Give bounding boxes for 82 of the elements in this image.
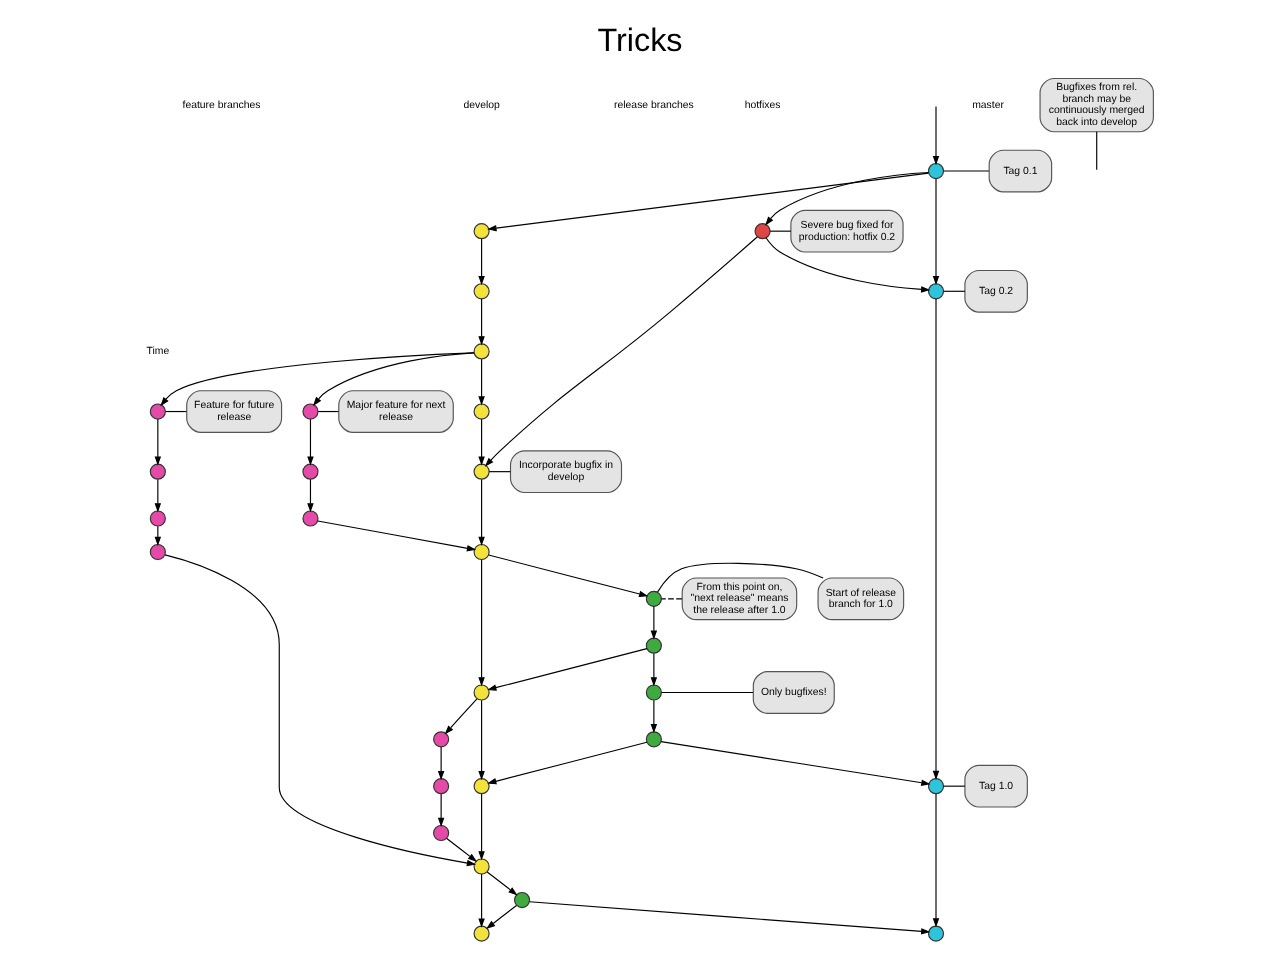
node-circle: [754, 223, 771, 240]
node-circle: [927, 162, 945, 180]
node-circle: [473, 778, 490, 795]
arrow: [164, 554, 477, 867]
arrow: [932, 793, 940, 928]
arrow: [650, 606, 658, 640]
connector: [942, 290, 966, 292]
arrow: [478, 873, 485, 928]
arrow: [444, 698, 478, 735]
node-circle: [473, 543, 490, 561]
arrow: [478, 418, 485, 466]
node-circle: [302, 510, 319, 527]
node-circle: [927, 778, 945, 795]
arrow: [478, 298, 485, 346]
arrow: [484, 236, 758, 467]
arrow: [487, 741, 648, 785]
node-circle: [433, 778, 450, 795]
node-circle: [473, 223, 490, 240]
arrow: [650, 699, 658, 734]
node-circle: [149, 403, 166, 420]
arrow: [765, 171, 930, 226]
arrow: [478, 238, 485, 286]
arrow: [160, 352, 475, 407]
arrow: [488, 554, 649, 598]
connector: [317, 410, 340, 413]
node-circle: [473, 343, 490, 360]
connector: [1096, 131, 1098, 171]
arrow: [765, 237, 931, 293]
arrow: [478, 478, 485, 546]
arrow: [660, 741, 931, 786]
node-circle: [645, 684, 662, 701]
node-circle: [473, 283, 490, 300]
arrow: [487, 648, 648, 691]
arrow: [487, 172, 930, 232]
arrow: [478, 559, 485, 687]
arrow: [317, 520, 477, 552]
node-circle: [433, 824, 450, 842]
connector: [656, 562, 824, 593]
node-circle: [473, 684, 490, 701]
node-circle: [927, 925, 945, 942]
arrow: [932, 178, 940, 286]
connector: [942, 785, 966, 787]
node-circle: [149, 510, 166, 527]
node-circle: [302, 403, 319, 420]
arrow: [486, 871, 518, 896]
node-circle: [302, 463, 319, 480]
node-circle: [473, 925, 490, 942]
node-circle: [645, 637, 662, 654]
arrow: [154, 478, 162, 513]
arrow: [307, 478, 314, 513]
arrow: [307, 418, 314, 466]
node-circle: [473, 463, 490, 480]
arrow: [529, 901, 931, 935]
connector: [165, 410, 188, 413]
node-circle: [473, 403, 490, 420]
node-circle: [645, 590, 662, 607]
connector: [769, 230, 792, 232]
arrow: [478, 699, 485, 781]
node-circle: [473, 858, 490, 875]
arrow: [932, 105, 940, 166]
arrow: [446, 837, 478, 862]
diagram-title: Tricks: [597, 23, 683, 60]
connector: [943, 170, 990, 172]
node-circle: [433, 731, 450, 748]
node-circle: [645, 731, 662, 748]
arrow: [932, 298, 940, 781]
node-circle: [149, 463, 166, 480]
arrow: [478, 793, 485, 861]
arrow: [437, 746, 445, 781]
arrow: [437, 793, 445, 827]
connector: [660, 691, 754, 694]
arrow: [486, 904, 517, 929]
connector: [660, 598, 683, 600]
arrow: [650, 652, 658, 687]
node-circle: [513, 891, 531, 909]
node-circle: [927, 283, 945, 300]
arrow: [154, 525, 162, 546]
arrow: [478, 358, 485, 406]
arrow: [154, 418, 162, 466]
arrow: [312, 352, 475, 407]
connector: [488, 471, 512, 473]
node-circle: [149, 543, 166, 561]
